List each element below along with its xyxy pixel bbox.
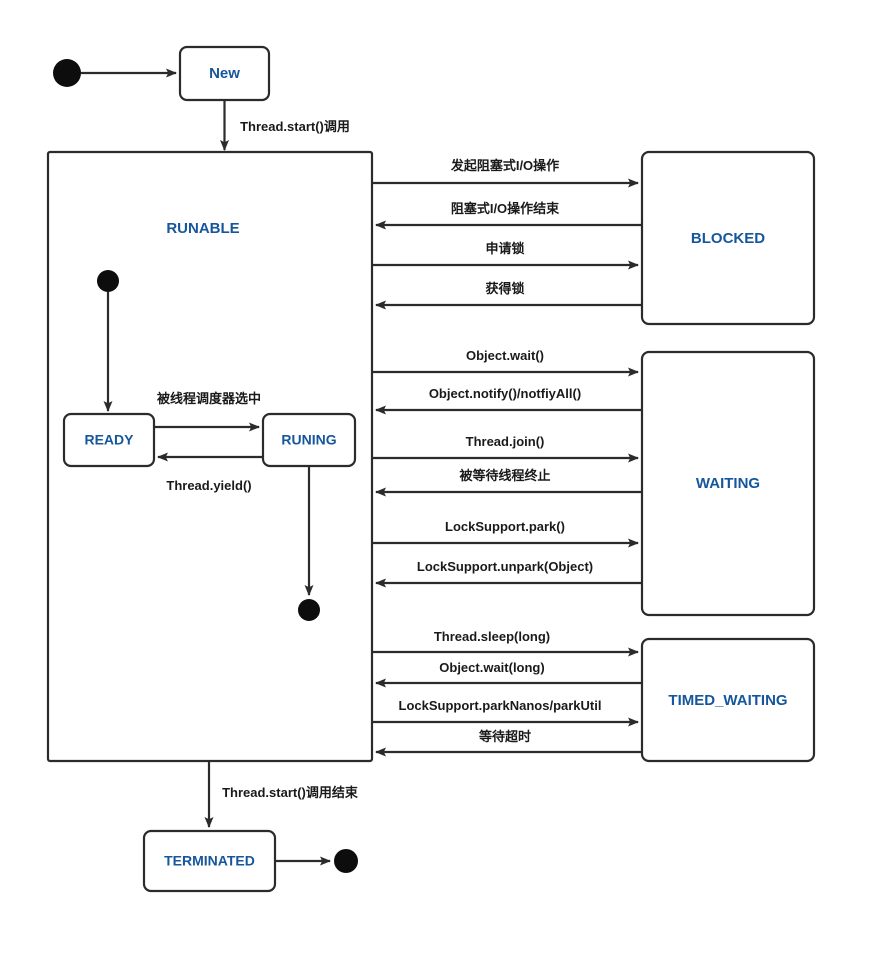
edge-label-new-to-runnable: Thread.start()调用 (240, 119, 350, 134)
edge-label-blocked-0: 发起阻塞式I/O操作 (450, 158, 559, 173)
state-box-ready[interactable] (62, 412, 156, 468)
edge-label-waiting-1: Object.notify()/notfiyAll() (429, 386, 581, 401)
edge-label-runnable-to-terminated: Thread.start()调用结束 (222, 785, 359, 800)
state-label-ready: READY (84, 432, 134, 448)
edge-label-running-to-ready: Thread.yield() (166, 478, 251, 493)
state-label-new: New (209, 65, 240, 82)
edge-label-timed-waiting-2: LockSupport.parkNanos/parkUtil (399, 698, 602, 713)
state-label-running: RUNING (281, 432, 336, 448)
edge-label-timed-waiting-1: Object.wait(long) (439, 660, 544, 675)
state-box-waiting[interactable] (640, 350, 816, 617)
edge-label-ready-to-running: 被线程调度器选中 (156, 391, 261, 406)
running-final-node (298, 599, 320, 621)
initial-state-node (53, 59, 81, 87)
edge-label-timed-waiting-0: Thread.sleep(long) (434, 629, 550, 644)
edge-label-waiting-3: 被等待线程终止 (458, 468, 550, 483)
runnable-initial-node (97, 270, 119, 292)
edge-label-timed-waiting-3: 等待超时 (478, 729, 531, 744)
state-label-blocked: BLOCKED (691, 230, 765, 247)
state-label-timed-waiting: TIMED_WAITING (668, 692, 787, 709)
state-label-runnable: RUNABLE (166, 220, 239, 237)
state-box-timed-waiting[interactable] (640, 637, 816, 763)
edge-label-blocked-1: 阻塞式I/O操作结束 (451, 201, 560, 216)
edge-label-blocked-3: 获得锁 (485, 281, 524, 296)
edge-label-waiting-2: Thread.join() (466, 434, 545, 449)
edge-label-waiting-5: LockSupport.unpark(Object) (417, 559, 593, 574)
state-label-terminated: TERMINATED (164, 853, 255, 869)
edge-label-waiting-4: LockSupport.park() (445, 519, 565, 534)
edge-label-blocked-2: 申请锁 (485, 241, 524, 256)
state-box-blocked[interactable] (640, 150, 816, 326)
edge-label-waiting-0: Object.wait() (466, 348, 544, 363)
terminated-final-node (334, 849, 358, 873)
state-label-waiting: WAITING (696, 475, 760, 492)
